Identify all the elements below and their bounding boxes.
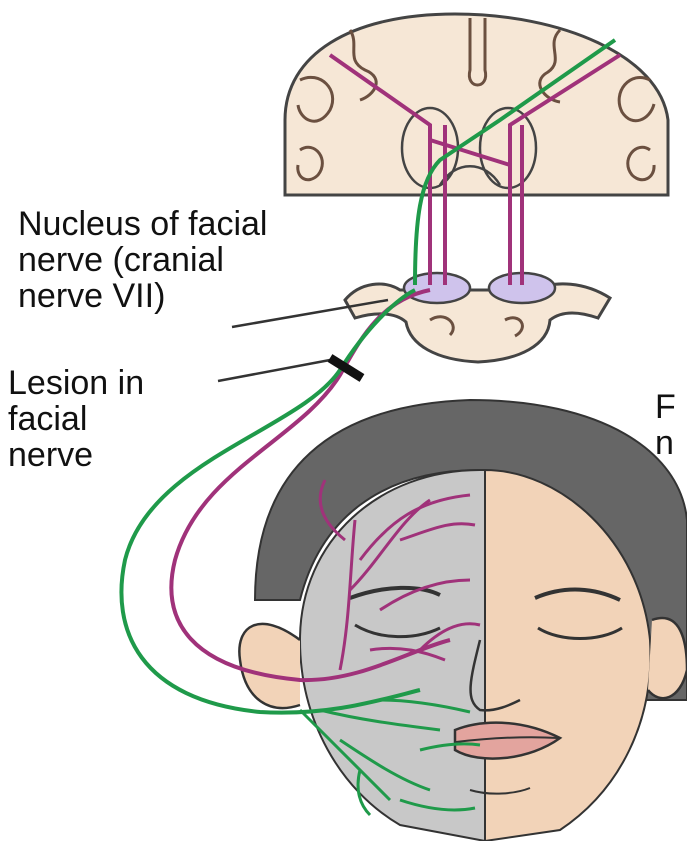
lesion-pointer-line bbox=[218, 360, 330, 381]
ear bbox=[239, 624, 300, 708]
nucleus-label: Nucleus of facial nerve (cranial nerve V… bbox=[18, 206, 378, 314]
nucleus-label-line1: Nucleus of facial bbox=[18, 206, 378, 242]
brainstem-section bbox=[345, 273, 610, 362]
cutoff-label-line2: n bbox=[655, 425, 687, 461]
lesion-label: Lesion in facial nerve bbox=[8, 365, 228, 473]
face-illustration bbox=[239, 400, 687, 841]
cutoff-label: F n bbox=[655, 389, 687, 461]
lesion-label-line1: Lesion in bbox=[8, 365, 228, 401]
cutoff-label-line1: F bbox=[655, 389, 687, 425]
nucleus-label-line2: nerve (cranial bbox=[18, 242, 378, 278]
nucleus-label-line3: nerve VII) bbox=[18, 278, 378, 314]
lesion-label-line3: nerve bbox=[8, 437, 228, 473]
lesion-label-line2: facial bbox=[8, 401, 228, 437]
